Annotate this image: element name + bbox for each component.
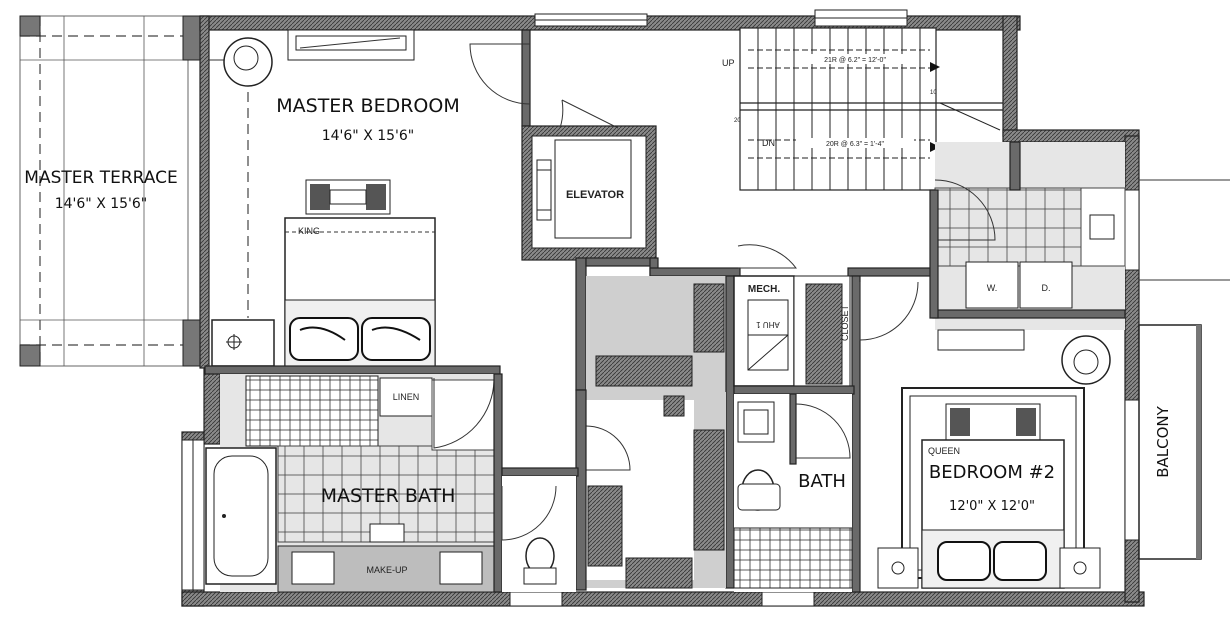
dryer-label: D. xyxy=(1042,283,1051,293)
interior-wall xyxy=(575,389,587,591)
balcony-name: BALCONY xyxy=(1154,405,1172,477)
linen-label: LINEN xyxy=(393,392,420,402)
nightstand-icon xyxy=(305,179,391,215)
arrow-icon xyxy=(930,62,940,72)
interior-wall xyxy=(493,373,503,593)
interior-wall xyxy=(929,189,939,319)
mech-room: MECH. AHU 1 CLOSET xyxy=(733,244,855,395)
interior-wall xyxy=(575,257,587,391)
door-swing xyxy=(469,43,531,105)
stool-icon xyxy=(369,523,405,543)
master-bedroom: KING MASTER BEDROOM 14'6" X 15'6" xyxy=(209,29,460,367)
laundry: W. D. xyxy=(929,142,1126,351)
exterior-walls xyxy=(181,9,1145,607)
washer-label: W. xyxy=(987,283,998,293)
king-label: KING xyxy=(298,226,320,236)
washer-icon xyxy=(965,261,1019,309)
interior-wall xyxy=(847,267,934,277)
elevator: ELEVATOR xyxy=(521,99,657,261)
interior-wall xyxy=(733,385,855,395)
lounge-chair-icon xyxy=(223,37,273,87)
closet-label: CLOSET xyxy=(840,304,850,341)
stair-dn-label: DN xyxy=(762,138,775,148)
interior-wall xyxy=(585,257,657,267)
stair-dn-note: 20R @ 6.3" = 1'-4" xyxy=(826,141,884,148)
master-bath: LINEN MAKE-UP MASTER BATH xyxy=(205,373,503,593)
ahu-label: AHU 1 xyxy=(756,320,780,329)
interior-wall xyxy=(725,275,735,589)
stair-up-note: 21R @ 6.2" = 12'-0" xyxy=(824,57,886,64)
stair-number-a: 20 xyxy=(734,118,741,124)
queen-label: QUEEN xyxy=(928,446,960,456)
interior-wall xyxy=(204,365,501,375)
master-bedroom-size: 14'6" X 15'6" xyxy=(322,128,415,144)
powder-room xyxy=(501,467,579,592)
interior-wall xyxy=(932,309,1126,319)
bath: BATH xyxy=(733,393,853,592)
bath-name: BATH xyxy=(798,471,846,492)
bedroom-2-name: BEDROOM #2 xyxy=(929,462,1055,483)
master-terrace: MASTER TERRACE 14'6" X 15'6" xyxy=(19,15,206,367)
master-terrace-name: MASTER TERRACE xyxy=(24,168,177,188)
interior-wall xyxy=(649,267,741,277)
stair-up-label: UP xyxy=(722,58,735,68)
make-up-label: MAKE-UP xyxy=(366,565,407,575)
mech-label: MECH. xyxy=(748,284,780,295)
dryer-icon xyxy=(1019,261,1073,309)
stair-number-b: 10 xyxy=(930,90,937,96)
staircase: UP DN 21R @ 6.2" = 12'-0" 20R @ 6.3" = 1… xyxy=(722,27,1003,191)
master-bedroom-name: MASTER BEDROOM xyxy=(276,95,459,117)
sink-icon xyxy=(291,551,335,585)
sink-icon xyxy=(439,551,483,585)
walk-in-closet xyxy=(575,275,735,591)
balcony: BALCONY xyxy=(1138,179,1230,560)
master-terrace-size: 14'6" X 15'6" xyxy=(55,196,148,212)
elevator-label: ELEVATOR xyxy=(566,189,624,201)
king-bed-icon xyxy=(284,217,436,367)
queen-bed-icon xyxy=(921,439,1065,589)
interior-wall xyxy=(851,275,861,593)
bedroom-2: QUEEN BEDROOM #2 12'0" X 12'0" xyxy=(851,275,1111,593)
lounge-chair-icon xyxy=(1061,335,1111,385)
bedroom-2-size: 12'0" X 12'0" xyxy=(949,499,1035,514)
master-bath-name: MASTER BATH xyxy=(321,485,456,507)
